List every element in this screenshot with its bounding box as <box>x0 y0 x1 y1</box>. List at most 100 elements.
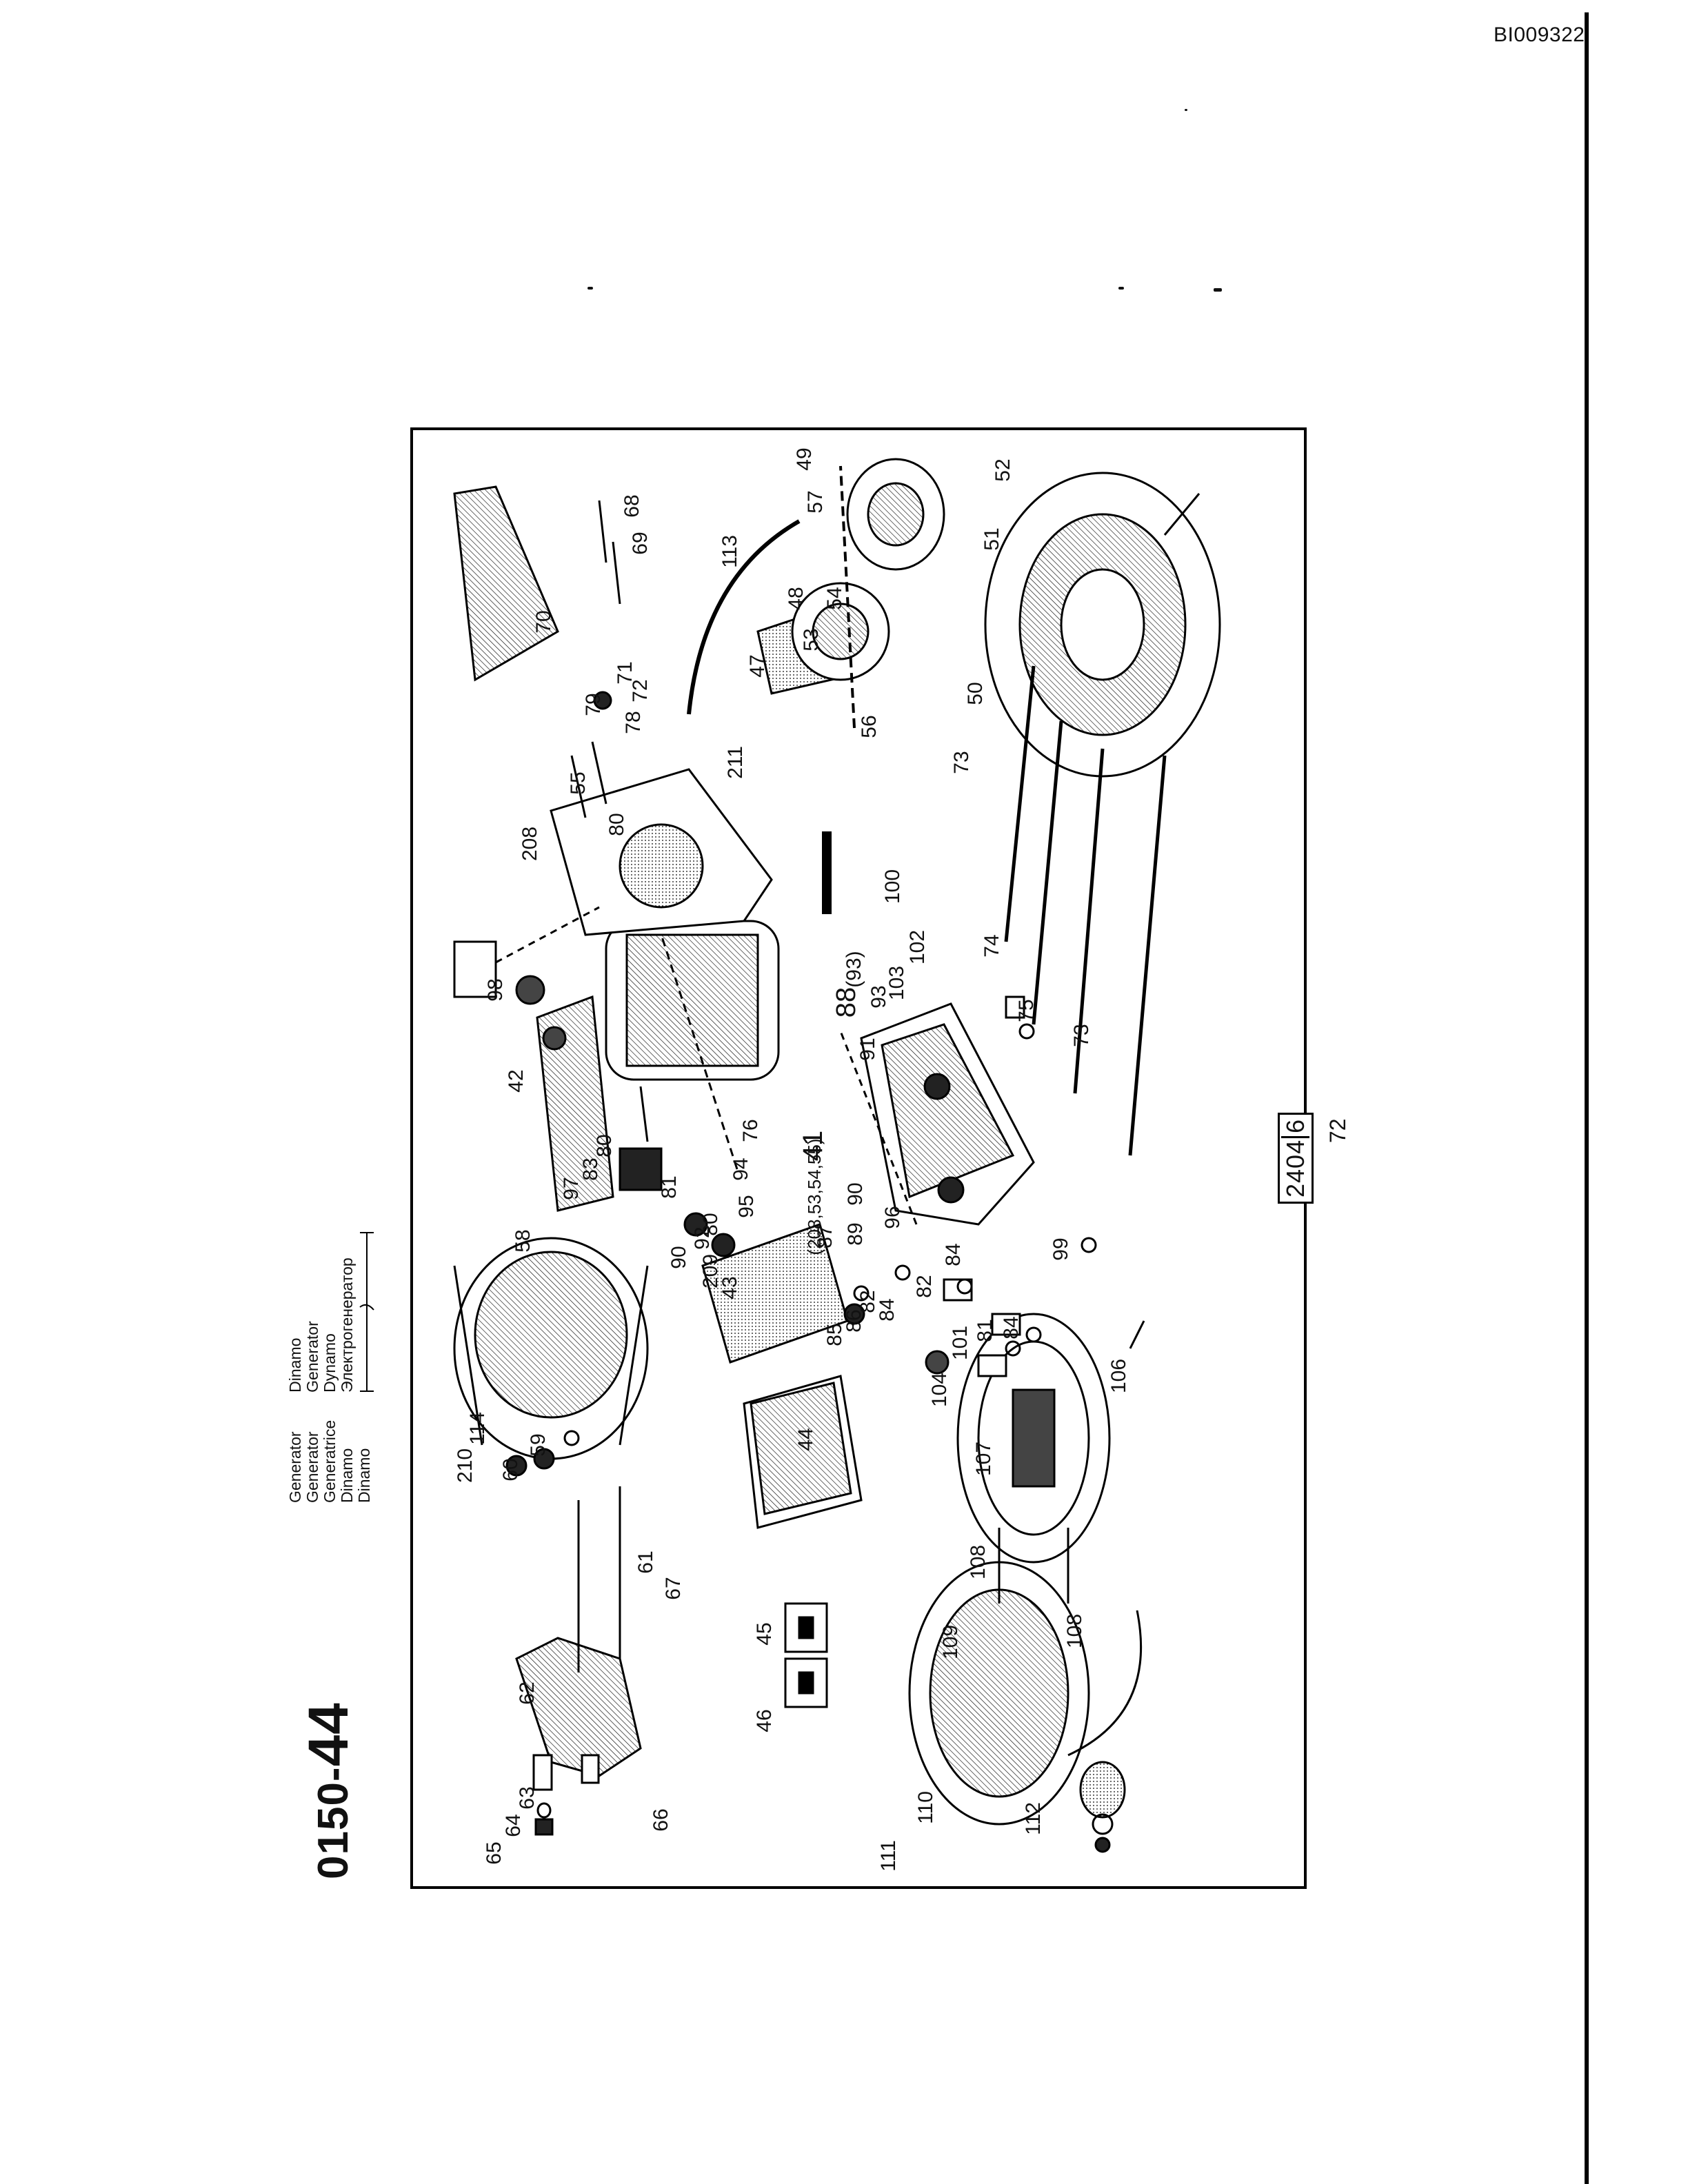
callout-113: 113 <box>719 535 741 568</box>
title-column-right: Dinamo Generator Dynamo Электрогенератор <box>286 1227 376 1393</box>
callout-44: 44 <box>794 1428 817 1451</box>
section-code: 0150-44 <box>297 1702 360 1879</box>
callout-53: 53 <box>800 628 823 651</box>
exploded-drawing <box>453 458 1221 1853</box>
callout-96: 96 <box>881 1206 904 1229</box>
washer-81 <box>1025 1326 1042 1343</box>
callout-51: 51 <box>981 527 1003 551</box>
washer-82a <box>894 1264 911 1281</box>
callout-93a: (93) <box>843 951 865 988</box>
callout-61: 61 <box>634 1550 657 1574</box>
figure-ref-suffix: 6 <box>1281 1118 1309 1138</box>
screw-69 <box>612 541 621 605</box>
scan-speck <box>1214 288 1222 292</box>
callout-52: 52 <box>992 458 1014 482</box>
callout-91: 91 <box>856 1038 879 1061</box>
callout-49: 49 <box>793 447 816 471</box>
bush-104 <box>925 1350 950 1375</box>
bush-84b <box>991 1313 1021 1336</box>
callout-108a: 108 <box>967 1544 989 1580</box>
callout-65: 65 <box>483 1841 505 1865</box>
bolt-68 <box>598 500 607 563</box>
callout-88: 88 <box>831 987 861 1018</box>
bolt-75 <box>1073 748 1105 1094</box>
nut-209 <box>711 1233 736 1257</box>
washer-103 <box>1018 1023 1035 1040</box>
title-lang-5: Dinamo <box>355 1448 373 1503</box>
callout-114: 114 <box>466 1412 489 1445</box>
callout-80c: 80 <box>605 813 628 836</box>
bolt-42 <box>542 1026 567 1051</box>
belt-113 <box>687 519 801 715</box>
washer-64 <box>536 1802 552 1819</box>
callout-54: 54 <box>823 587 846 610</box>
screw-79 <box>570 755 587 818</box>
nut-112 <box>1079 1761 1126 1819</box>
callout-59: 59 <box>527 1433 550 1457</box>
nut-210 <box>505 1455 528 1477</box>
callout-83: 83 <box>579 1157 602 1181</box>
callout-111: 111 <box>877 1840 900 1872</box>
callout-60: 60 <box>499 1458 522 1482</box>
callout-209: 209 <box>699 1253 722 1289</box>
callout-93b: 93 <box>867 985 890 1009</box>
bolt-73b <box>1128 755 1167 1156</box>
title-block: Generator Generator Generatrice Dinamo D… <box>286 1227 376 1503</box>
callout-106: 106 <box>1107 1358 1130 1394</box>
bolt-73a <box>1004 665 1036 942</box>
washer-82b <box>956 1278 973 1295</box>
washer-59 <box>563 1430 580 1446</box>
rotated-page: 0150-44 Generator Generator Generatrice … <box>276 386 1682 1889</box>
callout-70: 70 <box>532 610 555 634</box>
callout-76: 76 <box>739 1119 762 1142</box>
callout-46: 46 <box>753 1709 776 1732</box>
callout-75: 75 <box>1015 999 1038 1022</box>
callout-82b: 82 <box>913 1275 936 1298</box>
margin-rule <box>1585 12 1589 2184</box>
scan-speck <box>1118 287 1124 290</box>
callout-84b: 84 <box>942 1243 965 1266</box>
callout-57: 57 <box>804 490 827 514</box>
callout-94: 94 <box>730 1157 752 1181</box>
callout-71: 71 <box>614 661 636 685</box>
callout-95: 95 <box>735 1195 758 1218</box>
title-lang-3: Generatrice <box>321 1419 339 1503</box>
nut-85 <box>843 1303 865 1325</box>
callout-80a: 80 <box>699 1213 722 1236</box>
washer-86 <box>853 1285 870 1302</box>
figure-ref-main: 2404 <box>1281 1139 1309 1197</box>
title-lang-6: Dinamo <box>286 1337 304 1393</box>
washer-99 <box>1081 1237 1097 1253</box>
block-95 <box>619 1147 663 1191</box>
washer-110 <box>1092 1813 1114 1835</box>
nut-111 <box>1094 1837 1111 1853</box>
callout-43: 43 <box>719 1276 741 1300</box>
callout-81b: 81 <box>974 1319 996 1342</box>
figure-reference: 24046 <box>1278 1112 1314 1204</box>
callout-56: 56 <box>858 715 881 738</box>
washer-101 <box>1005 1340 1021 1357</box>
callout-73a: 73 <box>950 751 973 774</box>
scan-speck <box>1185 109 1187 111</box>
callout-55: 55 <box>567 771 590 795</box>
cover-43 <box>701 1223 849 1364</box>
title-lang-1: Generator <box>286 1431 304 1503</box>
callout-101: 101 <box>949 1325 972 1361</box>
callout-42: 42 <box>505 1069 528 1093</box>
screw-78 <box>591 741 607 805</box>
nut-65 <box>534 1818 554 1836</box>
title-lang-9: Электрогенератор <box>338 1257 356 1393</box>
callout-48: 48 <box>785 587 807 610</box>
scan-speck <box>587 287 593 290</box>
callout-84c: 84 <box>1000 1316 1023 1339</box>
bracket-70 <box>453 485 559 682</box>
callout-210: 210 <box>454 1448 476 1484</box>
callout-112: 112 <box>1022 1802 1045 1835</box>
callout-89: 89 <box>844 1222 867 1246</box>
title-lang-8: Dynamo <box>321 1333 339 1393</box>
spacer-66 <box>581 1754 600 1784</box>
bush-102 <box>1005 995 1025 1019</box>
callout-63: 63 <box>516 1786 539 1810</box>
callout-211: 211 <box>724 746 747 779</box>
callout-104: 104 <box>928 1372 951 1408</box>
